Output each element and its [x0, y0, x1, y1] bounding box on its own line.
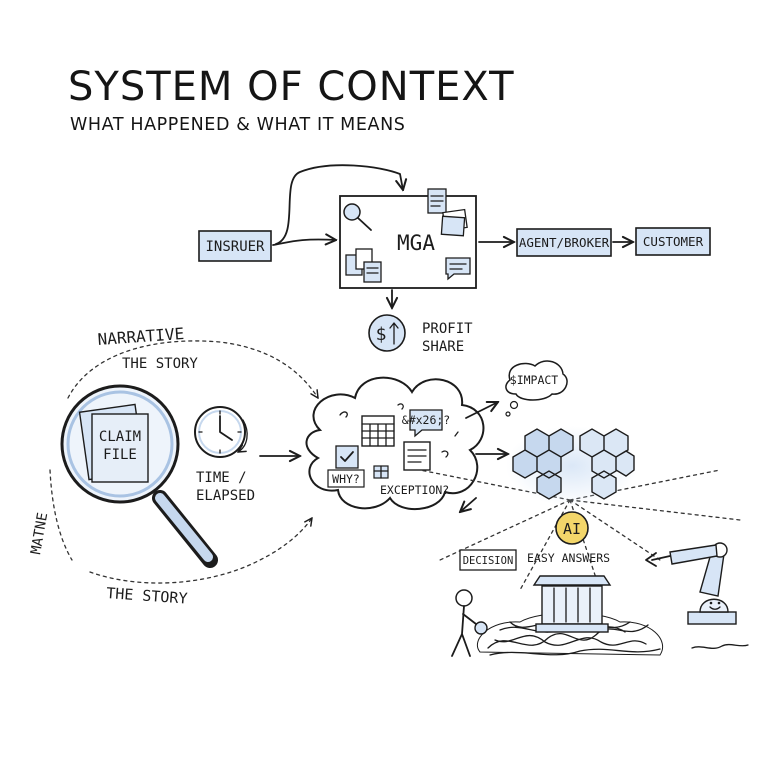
- decision-tag: DECISION: [459, 549, 517, 571]
- time-elapsed-line2: ELAPSED: [196, 488, 255, 504]
- profit-coin-icon: $: [368, 314, 406, 352]
- ai-label: AI: [563, 520, 581, 538]
- profit-share-line1: PROFIT: [422, 321, 473, 337]
- why-tag: WHY?: [327, 469, 365, 488]
- customer-label: CUSTOMER: [643, 234, 704, 249]
- insurer-box: INSRUER: [198, 230, 272, 262]
- speech-bubble-icon: &#x26;?: [402, 409, 450, 438]
- calendar-icon: [361, 415, 395, 447]
- files-icon: [345, 248, 382, 283]
- mga-box: MGA: [339, 188, 477, 289]
- story-bottom-label: THE STORY: [106, 584, 188, 608]
- claim-file-line1: CLAIM: [99, 429, 141, 445]
- magnifier-icon: [343, 203, 372, 231]
- gift-box-icon: [373, 465, 389, 479]
- why-label: WHY?: [332, 472, 360, 486]
- dotted-arc-bottom: [89, 518, 312, 584]
- easy-answers-label: EASY ANSWERS: [527, 551, 610, 565]
- chat-icon: [445, 257, 471, 281]
- pillar-icon: [532, 575, 612, 633]
- mga-label: MGA: [397, 231, 435, 255]
- insurer-label: INSRUER: [205, 239, 265, 255]
- arrow-cloud-from-decision: [460, 497, 477, 512]
- decision-label: DECISION: [463, 555, 514, 567]
- svg-text:$: $: [376, 324, 387, 345]
- dashed-rays: [419, 469, 741, 591]
- arrow-cloud-to-impact: [465, 402, 498, 419]
- agent-broker-label: AGENT/BROKER: [519, 235, 610, 250]
- story-top-label: THE STORY: [122, 356, 198, 372]
- arrow-loop-to-mga: [275, 164, 403, 245]
- page-subtitle: WHAT HAPPENED & WHAT IT MEANS: [70, 115, 406, 135]
- dotted-arc-top: [67, 340, 318, 398]
- side-label: MATNE: [28, 511, 51, 555]
- impact-label: $IMPACT: [510, 373, 559, 387]
- claim-file-line2: FILE: [103, 447, 137, 463]
- robot-arm-icon: [645, 542, 737, 625]
- dotted-arc-left: [49, 469, 73, 561]
- narrative-label: NARRATIVE: [97, 324, 185, 349]
- document-stack-icon: [427, 188, 468, 237]
- exception-label: EXCEPTION?: [380, 483, 449, 497]
- person-with-magnifier-icon: [451, 589, 488, 657]
- profit-share-line2: SHARE: [422, 339, 464, 355]
- page-title: SYSTEM OF CONTEXT: [68, 64, 515, 110]
- impact-thought-bubble: $IMPACT: [505, 360, 568, 417]
- agent-broker-box: AGENT/BROKER: [516, 228, 612, 257]
- claim-file-icon: CLAIM FILE: [78, 403, 149, 483]
- checklist-icon: [335, 445, 359, 469]
- clock-icon: [194, 406, 248, 458]
- notepad-icon: [403, 441, 431, 471]
- thought-cloud: &#x26;? WHY? EXCEPTION?: [305, 376, 485, 511]
- customer-box: CUSTOMER: [635, 227, 711, 256]
- brain-icon: [506, 426, 638, 506]
- ai-badge: AI: [555, 511, 589, 545]
- time-elapsed-line1: TIME /: [196, 470, 247, 486]
- ground-scribble: [691, 643, 749, 649]
- svg-text:&#x26;?: &#x26;?: [402, 413, 450, 427]
